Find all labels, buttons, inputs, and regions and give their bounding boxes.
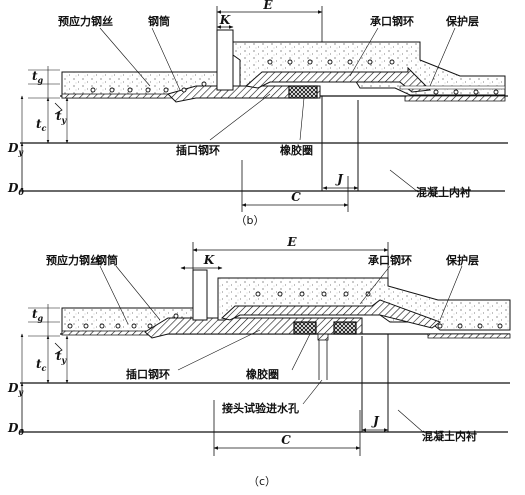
b-label-rubber-gasket: 橡胶圈 bbox=[280, 143, 313, 157]
b-rubber-gasket bbox=[288, 85, 318, 99]
b-label-bell-ring: 承口钢环 bbox=[370, 14, 414, 28]
b-k-label: K bbox=[219, 13, 231, 27]
b-j-label: J bbox=[335, 172, 344, 186]
b-k-face bbox=[216, 29, 234, 91]
c-label-bell-ring: 承口钢环 bbox=[368, 253, 412, 267]
b-right-cylinder bbox=[404, 95, 506, 102]
c-do-label: D0 bbox=[7, 421, 24, 437]
c-rubber-gasket-1 bbox=[293, 321, 317, 335]
c-rubber-gasket-2 bbox=[333, 321, 357, 335]
c-label-test-inlet: 接头试验进水孔 bbox=[222, 401, 299, 415]
c-spigot-ring bbox=[144, 317, 363, 339]
b-bell-cover bbox=[232, 41, 506, 96]
c-label-spigot-ring: 插口钢环 bbox=[126, 367, 170, 381]
c-label-cover-layer: 保护层 bbox=[445, 253, 479, 267]
b-spigot-ring bbox=[167, 85, 321, 103]
c-label-concrete-lining: 混凝土内衬 bbox=[422, 429, 477, 443]
b-label-cover-layer: 保护层 bbox=[445, 14, 479, 28]
b-tg-label: tg bbox=[32, 69, 44, 85]
b-wires bbox=[90, 59, 499, 95]
b-dy-label: Dy bbox=[7, 141, 24, 157]
c-k-face bbox=[192, 269, 208, 321]
c-dy-label: Dy bbox=[7, 381, 24, 397]
c-test-inlet-hole bbox=[317, 333, 329, 341]
b-ty-label: ty bbox=[56, 109, 68, 125]
c-tc-label: tc bbox=[36, 357, 47, 373]
c-j-label: J bbox=[371, 414, 380, 428]
b-e-label: E bbox=[262, 0, 273, 12]
b-label-steel-cylinder: 钢筒 bbox=[148, 14, 170, 28]
c-c-label: C bbox=[281, 433, 291, 447]
b-label-concrete-lining: 混凝土内衬 bbox=[416, 185, 471, 199]
c-label-prestressed-wire: 预应力钢丝 bbox=[46, 253, 101, 267]
c-label-rubber-gasket: 橡胶圈 bbox=[246, 367, 279, 381]
b-caption: （b） bbox=[236, 214, 265, 227]
c-e-label: E bbox=[286, 235, 297, 249]
figure-b: E K J C tg ty tc Dy D0 预 bbox=[7, 0, 508, 227]
b-do-label: D0 bbox=[7, 181, 24, 197]
b-label-prestressed-wire: 预应力钢丝 bbox=[58, 14, 113, 28]
c-right-cylinder bbox=[427, 333, 511, 339]
c-tg-label: tg bbox=[32, 307, 44, 323]
c-k-label: K bbox=[203, 253, 215, 267]
c-label-steel-cylinder: 钢筒 bbox=[96, 253, 118, 267]
c-ty-label: ty bbox=[56, 349, 68, 365]
b-label-spigot-ring: 插口钢环 bbox=[176, 143, 220, 157]
c-bell-ring bbox=[220, 299, 442, 329]
b-tc-label: tc bbox=[36, 117, 47, 133]
c-wires bbox=[67, 291, 503, 329]
figure-c: E K J C tg ty tc Dy D0 预 bbox=[7, 235, 511, 488]
b-c-label: C bbox=[291, 190, 301, 204]
c-caption: （c） bbox=[248, 475, 276, 488]
b-bell-ring bbox=[244, 66, 432, 93]
